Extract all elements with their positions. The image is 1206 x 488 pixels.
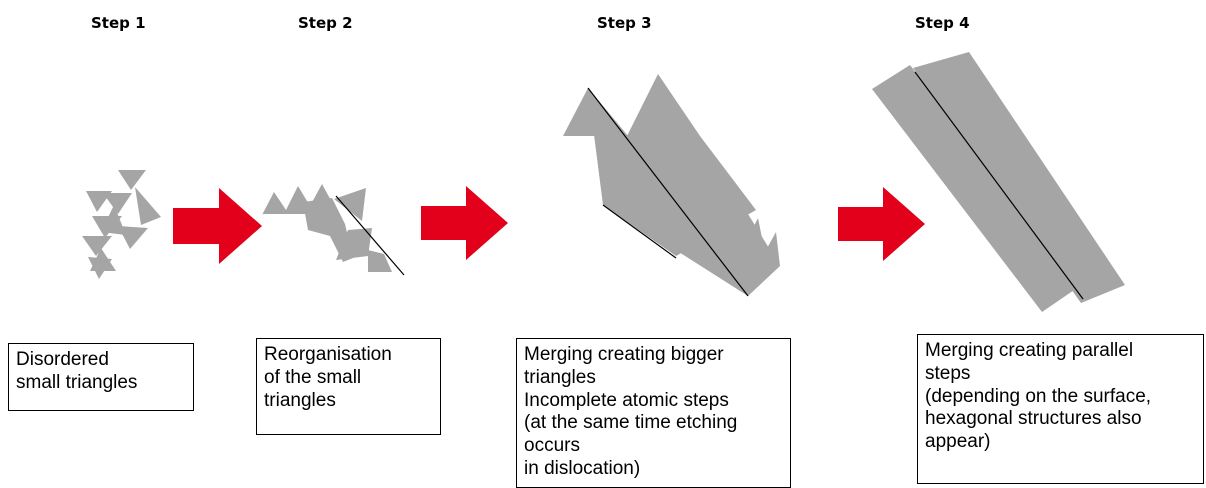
small-triangle — [135, 187, 161, 225]
merged-block — [303, 198, 353, 262]
arrow-1 — [173, 188, 262, 264]
step-4-caption: Merging creating parallel steps (dependi… — [917, 334, 1204, 484]
arrow-3 — [838, 187, 925, 261]
small-triangle — [118, 170, 146, 190]
step-2-title: Step 2 — [298, 14, 353, 32]
step-3-title: Step 3 — [597, 14, 652, 32]
step-1-triangles — [82, 170, 161, 279]
top-right-triangle — [627, 74, 700, 136]
small-triangle — [103, 193, 132, 214]
diagonal-triangle-mid — [336, 228, 372, 260]
step-2-triangles — [262, 184, 405, 276]
step-3-triangles — [563, 74, 780, 297]
small-triangle — [118, 226, 148, 249]
right-body — [620, 136, 780, 296]
small-triangle — [82, 236, 112, 256]
diagonal-triangle-top — [334, 188, 366, 221]
edge-bottom-left — [602, 204, 677, 259]
step-4-bands — [872, 52, 1125, 312]
edge-left — [587, 87, 749, 297]
step-1-title: Step 1 — [91, 14, 146, 32]
step-4-title: Step 4 — [915, 14, 970, 32]
diagonal-triangle-bottom — [368, 250, 392, 272]
arrow-2 — [421, 186, 508, 260]
dislocation-line — [335, 195, 405, 276]
step-1-caption: Disordered small triangles — [8, 343, 194, 411]
parallel-band-left — [872, 65, 1080, 312]
step-2-caption: Reorganisation of the small triangles — [256, 338, 441, 435]
small-triangle — [88, 257, 112, 279]
parallel-band-right — [913, 52, 1125, 303]
parallel-step-edge — [914, 71, 1084, 300]
step-3-caption: Merging creating bigger triangles Incomp… — [516, 338, 791, 488]
